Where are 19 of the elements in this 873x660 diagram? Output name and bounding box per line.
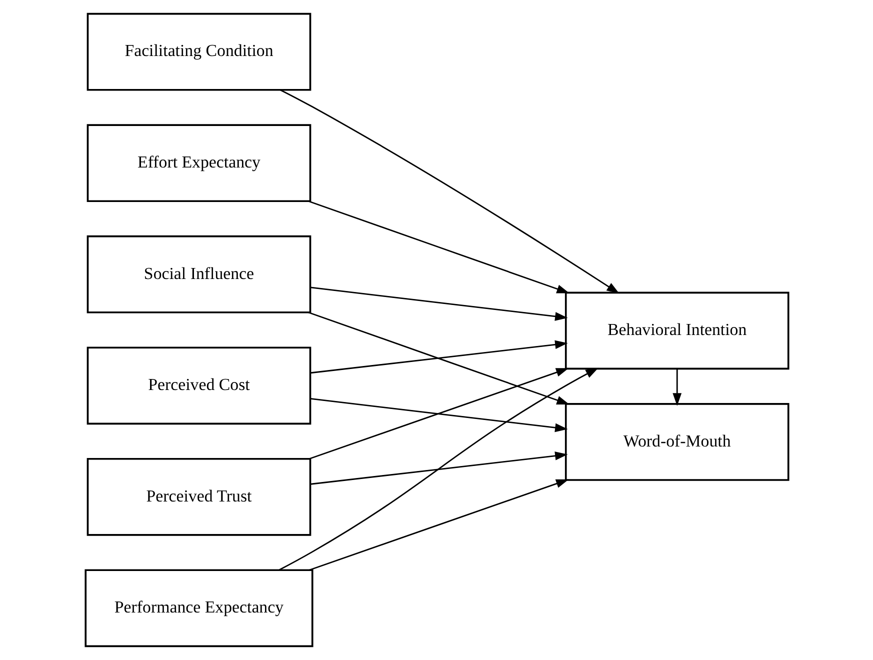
arrow: [308, 200, 569, 294]
arrow: [310, 340, 568, 374]
arrow: [308, 368, 568, 460]
node-box: Social Influence: [86, 235, 311, 314]
node-box: Behavioral Intention: [564, 292, 789, 370]
node-box: Performance Expectancy: [84, 569, 313, 648]
arrow: [672, 368, 682, 406]
arrow: [278, 368, 598, 570]
node-box: Effort Expectancy: [86, 124, 311, 202]
arrow: [308, 479, 568, 571]
node-box: Facilitating Condition: [86, 12, 311, 91]
arrow: [280, 89, 619, 294]
node-box: Perceived Trust: [86, 458, 311, 536]
arrow: [310, 398, 568, 432]
arrow: [308, 312, 569, 404]
arrow: [310, 286, 568, 321]
arrow: [310, 451, 568, 485]
node-box: Word-of-Mouth: [564, 403, 789, 481]
node-box: Perceived Cost: [86, 346, 311, 425]
